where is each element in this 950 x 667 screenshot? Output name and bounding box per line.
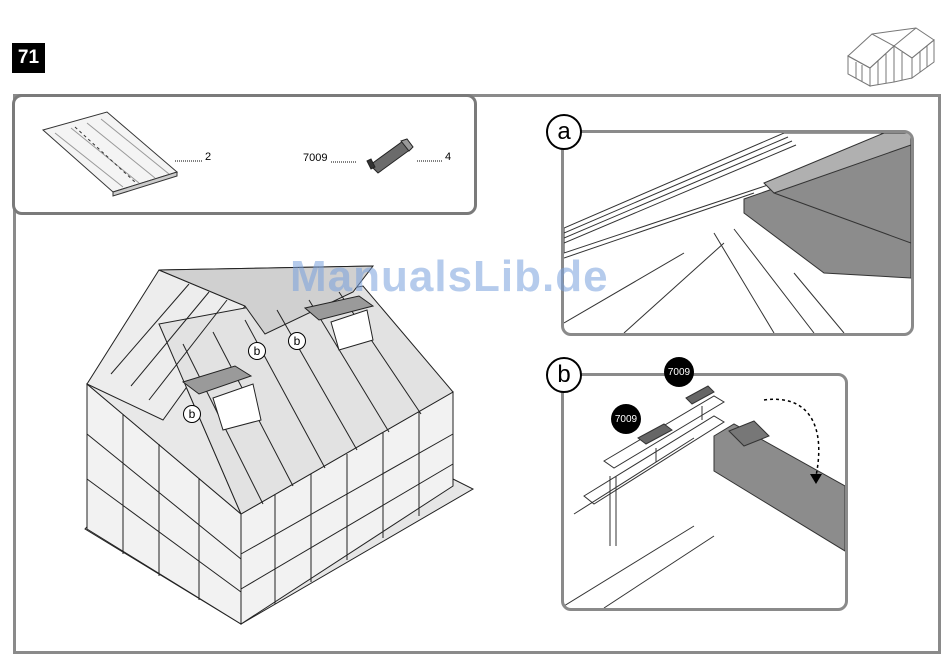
watermark: ManualsLib.de: [290, 252, 609, 302]
step-number: 71: [12, 43, 45, 73]
callout-b-3: b: [183, 405, 201, 423]
callout-b-1: b: [248, 342, 266, 360]
detail-b-code-2: 7009: [611, 404, 641, 434]
part-2-quantity: 2: [205, 151, 211, 163]
connector-profile-part-icon: [367, 139, 413, 173]
detail-b-label: b: [546, 357, 582, 393]
detail-a-label: a: [546, 114, 582, 150]
detail-b-code-1: 7009: [664, 357, 694, 387]
detail-a-panel: [561, 130, 914, 336]
parts-panel: 2 7009 4: [12, 94, 477, 215]
detail-b-panel: [561, 373, 848, 611]
part-1-quantity: 4: [445, 151, 451, 163]
part-1-code: 7009: [303, 152, 327, 164]
callout-b-2: b: [288, 332, 306, 350]
greenhouse-thumbnail-icon: [842, 16, 938, 88]
roof-panel-part-icon: [43, 112, 177, 196]
